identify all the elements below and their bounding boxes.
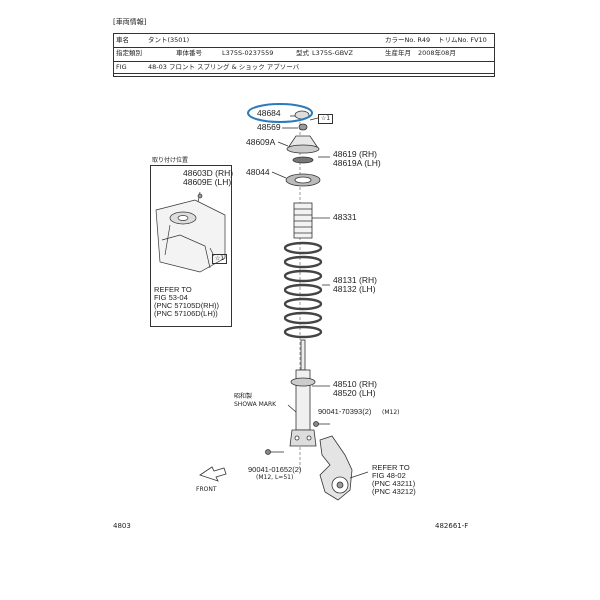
refer-right-1: REFER TO	[372, 463, 410, 472]
color-label: カラーNo. R49	[385, 36, 431, 44]
bolt-70393-note: (M12)	[382, 409, 400, 416]
refer-right-3: (PNC 43211)	[372, 479, 416, 488]
trim-label: トリムNo. FV10	[438, 36, 487, 44]
model-value: タント(3501)	[148, 36, 190, 44]
showa-jp-label: 昭和製	[234, 393, 253, 400]
part-48131: 48131 (RH)	[333, 275, 377, 285]
fig-label: FIG	[116, 63, 127, 71]
inset-refer-2: FIG 53-04	[154, 293, 188, 302]
mounting-location-inset	[150, 165, 232, 327]
bolt-90041-01652: 90041-01652(2)	[248, 465, 302, 474]
chassis-label: 車体番号	[176, 49, 202, 57]
section-title: [車両情報]	[113, 18, 147, 26]
part-48510: 48510 (RH)	[333, 379, 377, 389]
part-48520: 48520 (LH)	[333, 388, 376, 398]
prod-value: 2008年08月	[418, 49, 456, 57]
chassis-value: L375S-0237559	[222, 49, 274, 57]
bolt-01652-note: (M12, L=51)	[256, 474, 294, 481]
vehicle-info-table	[113, 33, 495, 77]
inset-star-marker: ☆1	[212, 254, 227, 264]
prod-label: 生産年月	[385, 49, 411, 57]
part-48132: 48132 (LH)	[333, 284, 376, 294]
part-48609a: 48609A	[246, 137, 276, 147]
part-48331: 48331	[333, 212, 357, 222]
type-label: 指定類別	[116, 49, 142, 57]
inset-part-48609e: 48609E (LH)	[183, 177, 232, 187]
star-marker: ☆1	[318, 114, 333, 124]
front-arrow-label: FRONT	[196, 486, 217, 493]
form-label: 型式	[296, 49, 309, 57]
inset-refer-4: (PNC 57106D(LH))	[154, 309, 218, 318]
showa-mark-label: SHOWA MARK	[234, 401, 277, 408]
part-48619a: 48619A (LH)	[333, 158, 381, 168]
refer-right-2: FIG 48-02	[372, 471, 406, 480]
part-48044: 48044	[246, 167, 270, 177]
bolt-90041-70393: 90041-70393(2)	[318, 407, 372, 416]
footer-left-code: 4803	[113, 522, 131, 530]
refer-right-4: (PNC 43212)	[372, 487, 416, 496]
inset-part-48603d: 48603D (RH)	[183, 168, 234, 178]
part-48684: 48684	[257, 108, 281, 118]
model-label: 車名	[116, 36, 129, 44]
part-48619: 48619 (RH)	[333, 149, 377, 159]
form-value: L375S-GBVZ	[312, 49, 353, 57]
inset-refer-3: (PNC 57105D(RH))	[154, 301, 220, 310]
inset-title: 取り付け位置	[152, 157, 189, 164]
inset-refer-1: REFER TO	[154, 285, 192, 294]
part-48569: 48569	[257, 122, 281, 132]
fig-row	[113, 60, 495, 74]
fig-value: 48-03 フロント スプリング & ショック アブソーバ	[148, 63, 300, 71]
footer-right-code: 482661-F	[435, 522, 469, 530]
